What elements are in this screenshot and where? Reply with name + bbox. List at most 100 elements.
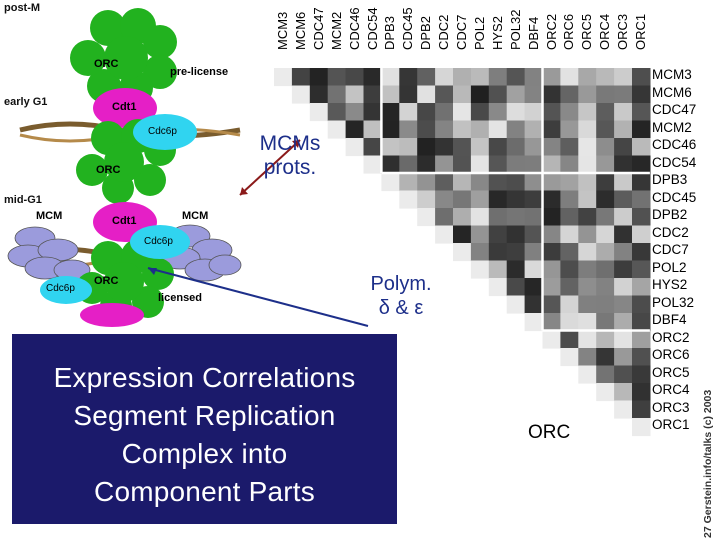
polymerase-annotation-line2: δ & ε bbox=[378, 297, 424, 319]
matrix-cell bbox=[274, 68, 293, 87]
matrix-cell bbox=[345, 120, 365, 139]
matrix-cell bbox=[399, 190, 418, 209]
column-header-label: CDC46 bbox=[346, 7, 362, 50]
column-header-label: ORC6 bbox=[561, 13, 577, 50]
matrix-cell bbox=[542, 155, 561, 174]
matrix-cell bbox=[506, 243, 526, 262]
matrix-cell bbox=[542, 278, 561, 297]
matrix-cell bbox=[614, 190, 633, 209]
column-header-label: ORC4 bbox=[597, 13, 613, 50]
matrix-cell bbox=[470, 68, 490, 87]
matrix-cell bbox=[596, 155, 615, 174]
matrix-cell bbox=[578, 365, 597, 384]
matrix-cell bbox=[470, 103, 490, 122]
matrix-cell bbox=[614, 208, 633, 227]
matrix-cell bbox=[632, 418, 651, 437]
column-header-cdc54: CDC54 bbox=[364, 0, 382, 68]
matrix-cell bbox=[578, 68, 597, 87]
matrix-cell bbox=[524, 85, 544, 104]
matrix-cell bbox=[524, 313, 544, 332]
column-header-dbf4: DBF4 bbox=[525, 0, 543, 68]
matrix-cell bbox=[632, 190, 651, 209]
matrix-cell bbox=[488, 68, 508, 87]
matrix-cell bbox=[542, 103, 561, 122]
row-label-cdc7: CDC7 bbox=[652, 242, 689, 257]
matrix-cell bbox=[596, 260, 615, 279]
matrix-cell bbox=[381, 103, 400, 122]
row-label-dpb3: DPB3 bbox=[652, 172, 688, 187]
column-header-label: MCM6 bbox=[292, 11, 308, 50]
column-header-label: DBF4 bbox=[525, 16, 541, 50]
column-header-dpb2: DPB2 bbox=[417, 0, 435, 68]
matrix-cell bbox=[578, 120, 597, 139]
matrix-cell bbox=[363, 103, 382, 122]
matrix-cell bbox=[453, 138, 472, 157]
matrix-cell bbox=[488, 243, 508, 262]
matrix-cell bbox=[542, 260, 561, 279]
matrix-cell bbox=[578, 260, 597, 279]
row-label-orc3: ORC3 bbox=[652, 399, 690, 415]
matrix-cell bbox=[453, 190, 472, 209]
matrix-cell bbox=[524, 68, 544, 87]
matrix-cell bbox=[435, 173, 454, 192]
row-label-orc2: ORC2 bbox=[652, 329, 690, 345]
matrix-cell bbox=[560, 138, 579, 157]
matrix-cell bbox=[363, 138, 382, 157]
matrix-cell bbox=[524, 225, 544, 244]
matrix-cell bbox=[506, 120, 526, 139]
matrix-cell bbox=[632, 400, 651, 419]
matrix-cell bbox=[506, 278, 526, 297]
column-header-orc1: ORC1 bbox=[632, 0, 650, 68]
matrix-cell bbox=[578, 313, 597, 332]
matrix-cell bbox=[524, 120, 544, 139]
column-header-label: CDC7 bbox=[454, 14, 469, 50]
pre-license-label: pre-license bbox=[170, 66, 229, 78]
matrix-cell bbox=[417, 103, 436, 122]
matrix-cell bbox=[381, 155, 400, 174]
column-header-cdc46: CDC46 bbox=[346, 0, 364, 68]
matrix-cell bbox=[578, 208, 597, 227]
column-header-label: ORC5 bbox=[579, 13, 595, 50]
cdc6p-label-bottom: Cdc6p bbox=[46, 283, 75, 294]
orc-annotation: ORC bbox=[528, 422, 571, 443]
mcm-label-left: MCM bbox=[36, 210, 63, 222]
mcms-annotation-line1: MCMs bbox=[259, 132, 321, 155]
matrix-cell bbox=[309, 68, 329, 87]
matrix-cell bbox=[453, 243, 472, 262]
matrix-cell bbox=[632, 68, 651, 87]
matrix-cell bbox=[453, 208, 472, 227]
matrix-cell bbox=[524, 155, 544, 174]
column-header-label: CDC47 bbox=[310, 7, 326, 50]
stage-label-post-m: post-M bbox=[4, 2, 41, 14]
row-label-orc1: ORC1 bbox=[652, 417, 690, 432]
matrix-cell bbox=[560, 155, 579, 174]
matrix-cell bbox=[542, 313, 561, 332]
column-header-label: DPB2 bbox=[418, 16, 434, 50]
matrix-cell bbox=[578, 348, 597, 367]
matrix-cell bbox=[327, 68, 347, 87]
column-header-mcm6: MCM6 bbox=[292, 0, 310, 68]
row-label-cdc47: CDC47 bbox=[652, 102, 697, 117]
matrix-cell bbox=[596, 68, 615, 87]
caption-line-1: Expression Correlations bbox=[53, 362, 356, 393]
mcms-annotation-line2: prots. bbox=[263, 156, 317, 179]
matrix-cell bbox=[435, 85, 454, 104]
matrix-cell bbox=[363, 155, 382, 174]
matrix-cell bbox=[596, 348, 615, 367]
matrix-cell bbox=[596, 138, 615, 157]
matrix-cell bbox=[488, 225, 508, 244]
licensed-label: licensed bbox=[158, 292, 203, 304]
matrix-cell bbox=[417, 68, 436, 87]
row-label-dpb2: DPB2 bbox=[652, 207, 688, 222]
matrix-cell bbox=[632, 313, 651, 332]
matrix-cell bbox=[506, 208, 526, 227]
column-header-cdc7: CDC7 bbox=[453, 0, 471, 68]
matrix-cell bbox=[453, 173, 472, 192]
matrix-cell bbox=[381, 85, 400, 104]
matrix-cell bbox=[488, 173, 508, 192]
mid-g1-complex bbox=[40, 202, 190, 327]
matrix-cell bbox=[596, 330, 615, 349]
matrix-cell bbox=[399, 155, 418, 174]
matrix-cell bbox=[399, 85, 418, 104]
